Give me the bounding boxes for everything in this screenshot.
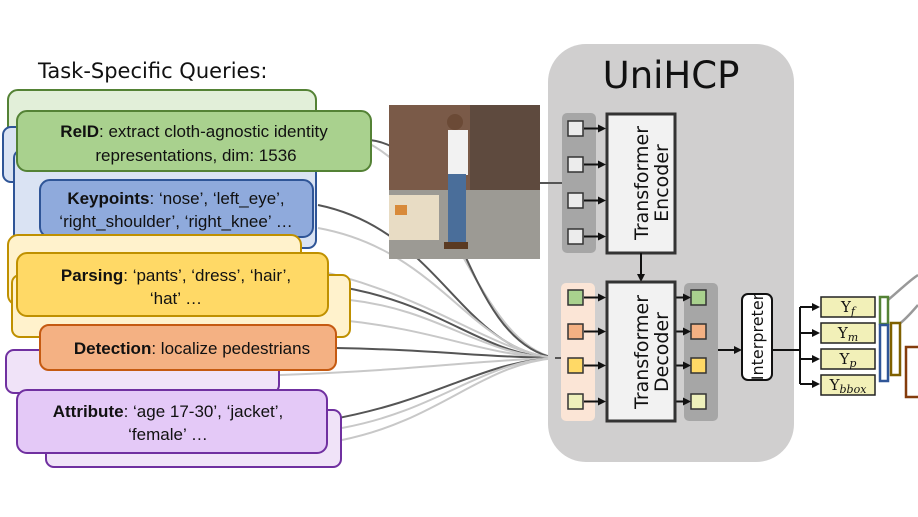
model-title: UniHCP [603, 54, 740, 97]
transformer-decoder [605, 280, 677, 423]
output-box [820, 348, 876, 370]
output-box [820, 374, 876, 396]
encoder-token-panel [562, 113, 596, 253]
output-label: Ym [837, 324, 858, 344]
decoder-label-1: Transformer [631, 295, 653, 410]
output-token [690, 289, 707, 306]
attribute-line2: ‘female’ … [128, 425, 208, 444]
output-token [690, 323, 707, 340]
decoder-query-panel [561, 283, 595, 421]
output-label: Yf [840, 298, 857, 318]
detection-line1: Detection: localize pedestrians [74, 339, 310, 358]
query-token [567, 323, 584, 340]
input-image [389, 105, 540, 259]
output-box [820, 296, 876, 318]
queries-heading: Task-Specific Queries: [37, 59, 267, 83]
keypoints-line1: Keypoints: ‘nose’, ‘left_eye’, [67, 189, 284, 208]
reid-query-card [16, 110, 372, 172]
decoder-tokens [567, 289, 707, 410]
task-heads [878, 273, 918, 399]
output-token [690, 357, 707, 374]
output-arrows [772, 303, 820, 388]
decoder-output-panel [684, 283, 718, 421]
query-token [567, 393, 584, 410]
encoder-label-1: Transformer [631, 126, 653, 241]
parsing-query-card [16, 252, 329, 317]
reid-line1: ReID: extract cloth-agnostic identity [60, 122, 328, 141]
output-label: Yp [839, 350, 857, 370]
parsing-line2: ‘hat’ … [150, 289, 202, 308]
output-box [820, 322, 876, 344]
encoder-label-2: Encoder [651, 144, 673, 222]
encoder-token [567, 228, 584, 245]
detection-query-card [39, 324, 337, 371]
decoder-label-2: Decoder [651, 312, 673, 392]
reid-line2: representations, dim: 1536 [95, 146, 296, 165]
parsing-line1: Parsing: ‘pants’, ‘dress’, ‘hair’, [61, 266, 291, 285]
encoder-token [567, 192, 584, 209]
keypoints-line2: ‘right_shoulder’, ‘right_knee’ … [59, 212, 292, 231]
query-token [567, 289, 584, 306]
output-label: Ybbox [829, 376, 868, 396]
output-token [690, 393, 707, 410]
attribute-query-card [16, 389, 328, 454]
attribute-line1: Attribute: ‘age 17-30’, ‘jacket’, [53, 402, 284, 421]
encoder-token [567, 120, 584, 137]
encoder-token [567, 156, 584, 173]
query-token [567, 357, 584, 374]
interpreter-label: Interpreter [748, 293, 767, 380]
encoder-tokens [567, 120, 606, 245]
interpreter [741, 293, 773, 381]
